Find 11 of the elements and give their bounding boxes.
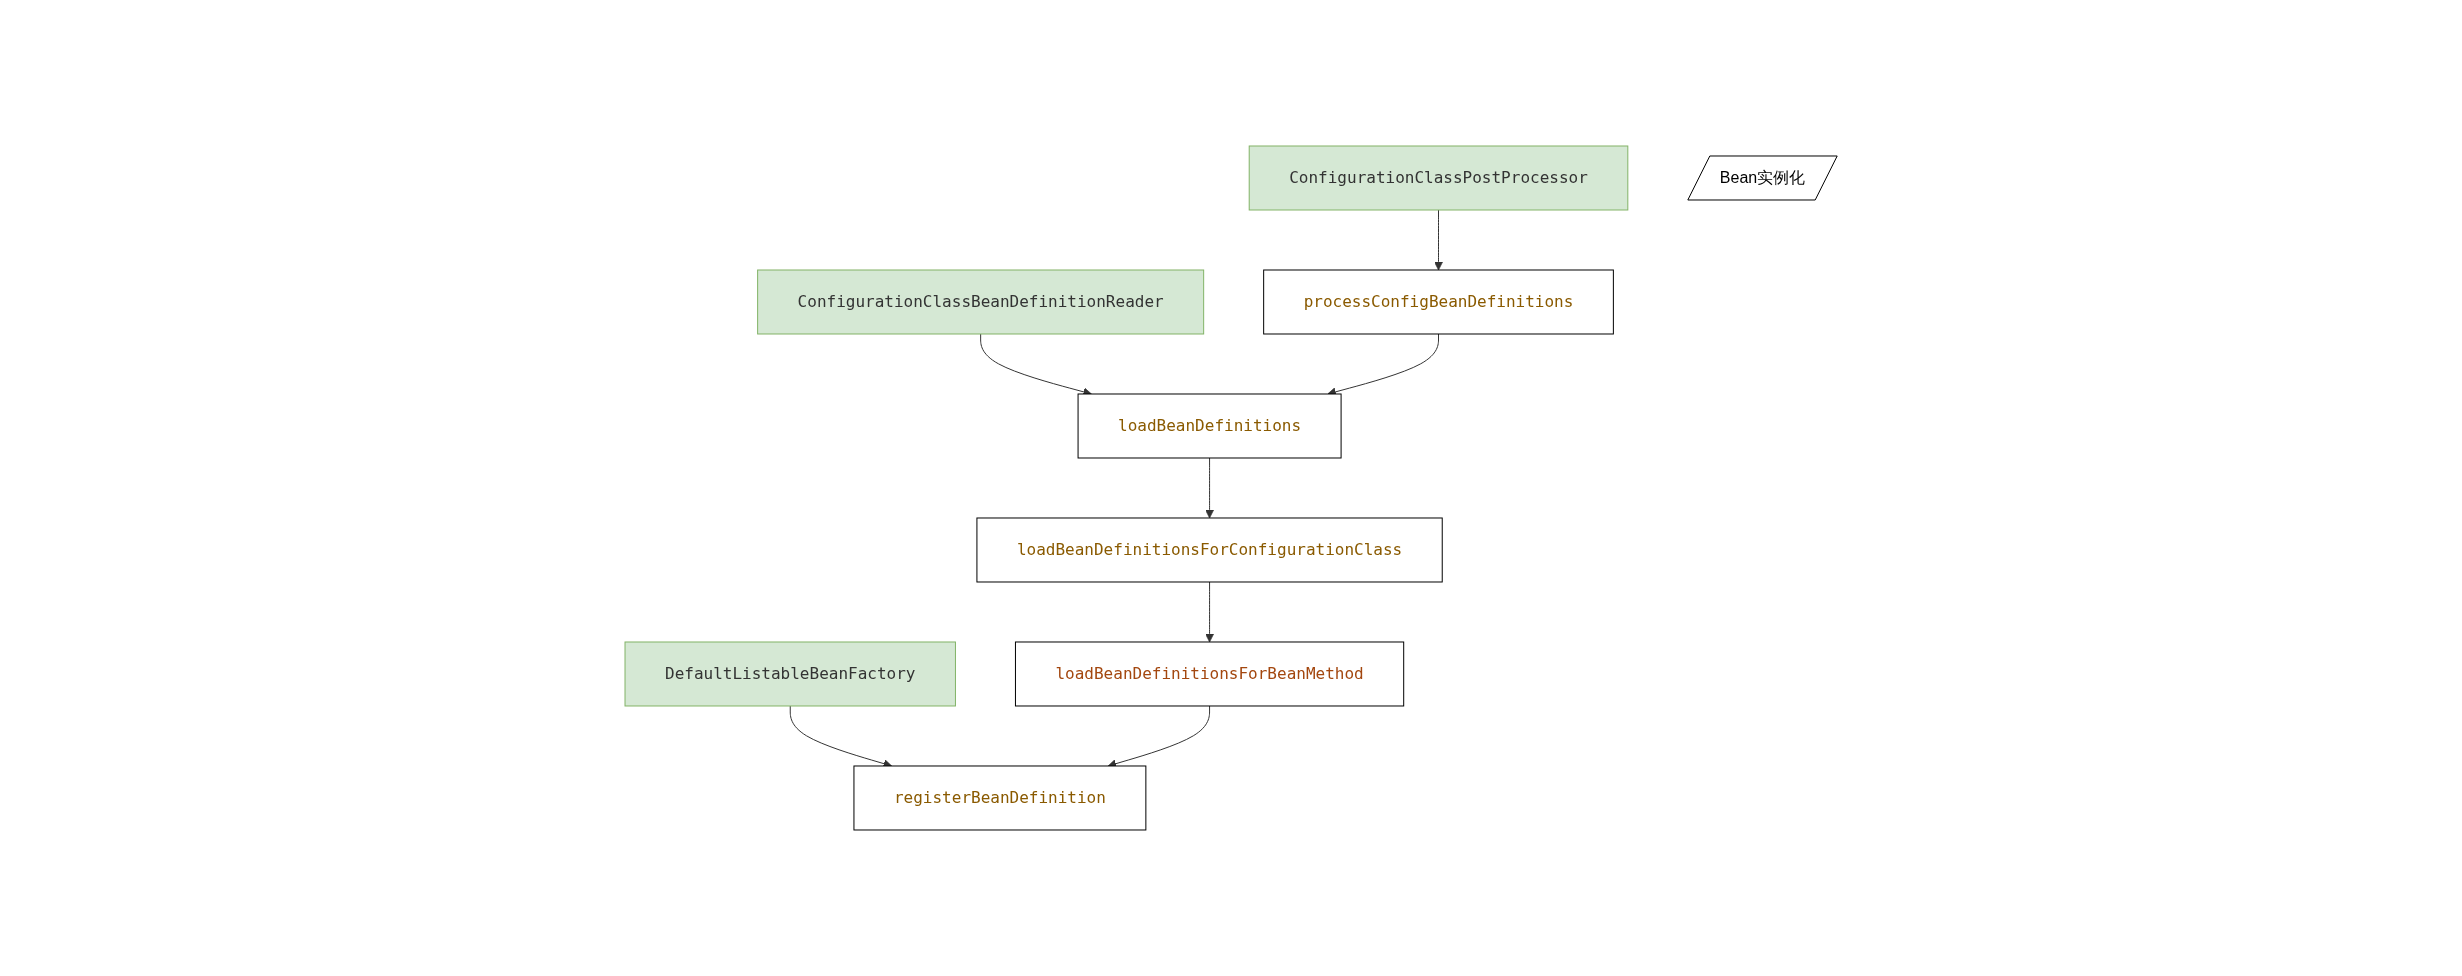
node-box: loadBeanDefinitionsForConfigurationClass	[976, 517, 1443, 583]
node-box: ConfigurationClassPostProcessor	[1248, 145, 1629, 211]
node-box: processConfigBeanDefinitions	[1263, 269, 1614, 335]
arrow	[1434, 209, 1443, 271]
node-box: loadBeanDefinitionsForBeanMethod	[1014, 641, 1405, 707]
arrow	[1205, 581, 1214, 643]
node-box: ConfigurationClassBeanDefinitionReader	[757, 269, 1205, 335]
node-box: registerBeanDefinition	[853, 765, 1147, 831]
node-box: loadBeanDefinitions	[1077, 393, 1342, 459]
arrow	[1205, 457, 1214, 519]
node-box: DefaultListableBeanFactory	[624, 641, 956, 707]
